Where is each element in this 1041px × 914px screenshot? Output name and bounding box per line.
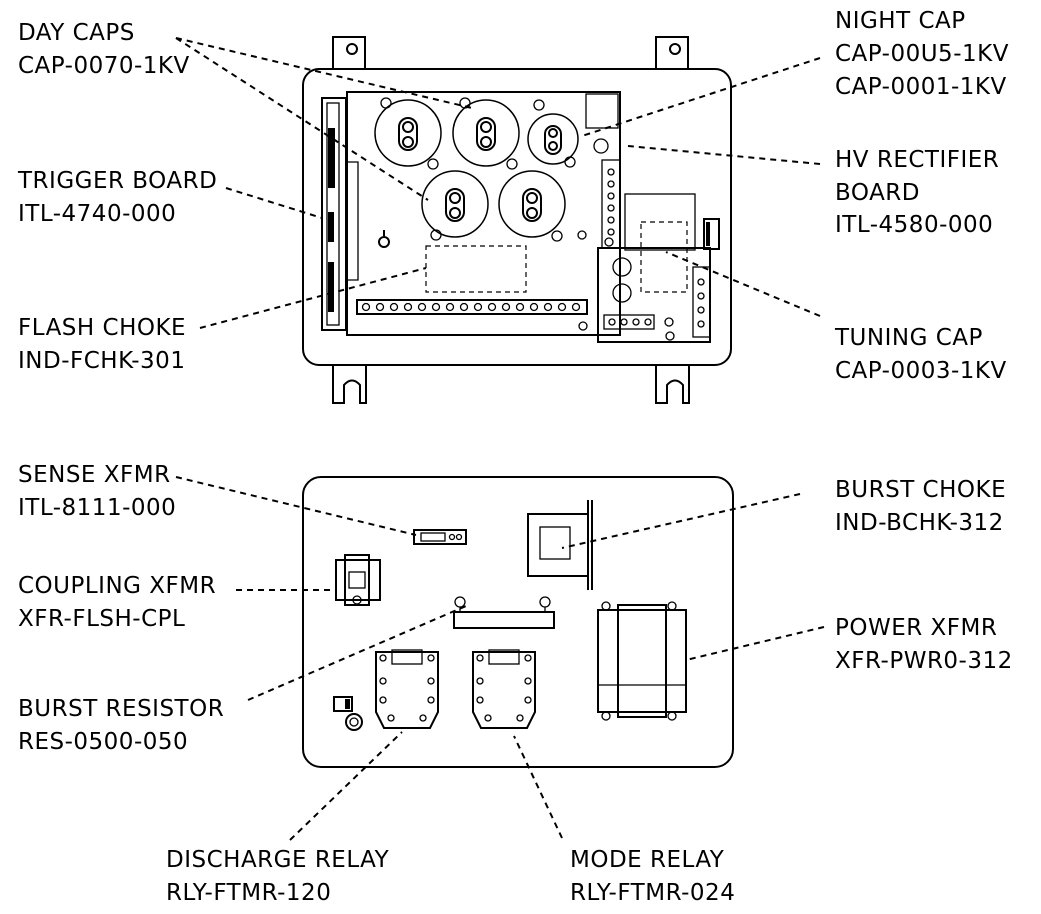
leader-mode-relay [513,735,563,839]
power-transformer [597,601,687,721]
trigger-board-part: ITL-4740-000 [18,201,176,227]
day-cap-4 [498,170,566,238]
leader-trigger-board [225,187,323,219]
rectifier-terminals [607,168,615,236]
tuning-cap-outline [640,221,688,293]
day-capacitors [374,99,566,238]
night-cap-part-1: CAP-00U5-1KV [835,41,1009,67]
trigger-board [321,97,359,331]
fuse-holder [333,696,363,731]
discharge-relay-label: DISCHARGE RELAY [166,847,390,873]
day-caps-part: CAP-0070-1KV [18,53,190,79]
flash-choke-part: IND-FCHK-301 [18,348,185,374]
night-capacitor [527,113,579,165]
lower-chassis [302,476,734,768]
coupling-xfmr-part: XFR-FLSH-CPL [18,606,185,632]
leader-night-cap [581,57,821,137]
burst-resistor [453,596,555,629]
night-cap-part-2: CAP-0001-1KV [835,74,1007,100]
coupling-xfmr-label: COUPLING XFMR [18,573,216,599]
burst-resistor-label: BURST RESISTOR [18,696,224,722]
night-cap-label: NIGHT CAP [835,8,966,34]
burst-resistor-part: RES-0500-050 [18,729,188,755]
day-cap-1 [374,99,442,167]
leader-flash-choke [199,267,427,329]
discharge-relay [375,649,439,729]
mode-relay-part: RLY-FTMR-024 [570,880,735,906]
discharge-relay-part: RLY-FTMR-120 [166,880,331,906]
leader-discharge-relay [289,731,403,841]
hv-rectifier-label-1: HV RECTIFIER [835,147,999,173]
tuning-cap-part: CAP-0003-1KV [835,358,1007,384]
leader-burst-choke [561,493,801,549]
leader-power-xfmr [685,626,825,661]
hv-rectifier-label-2: BOARD [835,180,920,206]
trigger-board-label: TRIGGER BOARD [17,168,217,194]
sense-xfmr-part: ITL-8111-000 [18,495,176,521]
sense-transformer [413,529,467,545]
burst-choke-label: BURST CHOKE [835,477,1006,503]
hv-rectifier-part: ITL-4580-000 [835,212,993,238]
coupling-transformer [335,554,381,606]
burst-choke [527,500,593,590]
upper-screws [380,97,614,247]
sense-xfmr-label: SENSE XFMR [18,462,171,488]
leader-tuning-cap [665,251,821,317]
tuning-cap-label: TUNING CAP [834,325,983,351]
day-cap-2 [452,99,520,167]
leader-day-caps-b [175,37,429,201]
terminal-screws [361,302,581,312]
toggle-switch [378,230,390,248]
power-xfmr-label: POWER XFMR [835,615,997,641]
flash-choke-outline [425,245,527,293]
leader-hv-rectifier [627,145,821,165]
leader-lines [175,37,825,841]
day-caps-label: DAY CAPS [18,20,135,46]
terminal-strip [356,299,588,331]
hv-rectifier-board [597,159,720,343]
power-xfmr-part: XFR-PWR0-312 [835,648,1013,674]
flash-choke-label: FLASH CHOKE [18,315,186,341]
leader-sense-xfmr [175,476,417,536]
callout-labels: DAY CAPS CAP-0070-1KV NIGHT CAP CAP-00U5… [17,8,1013,906]
upper-mounting-tabs [332,36,690,404]
burst-choke-part: IND-BCHK-312 [835,510,1004,536]
mode-relay-label: MODE RELAY [570,847,725,873]
leader-day-caps-a [175,37,473,109]
mode-relay [472,649,536,729]
day-cap-3 [421,170,489,238]
